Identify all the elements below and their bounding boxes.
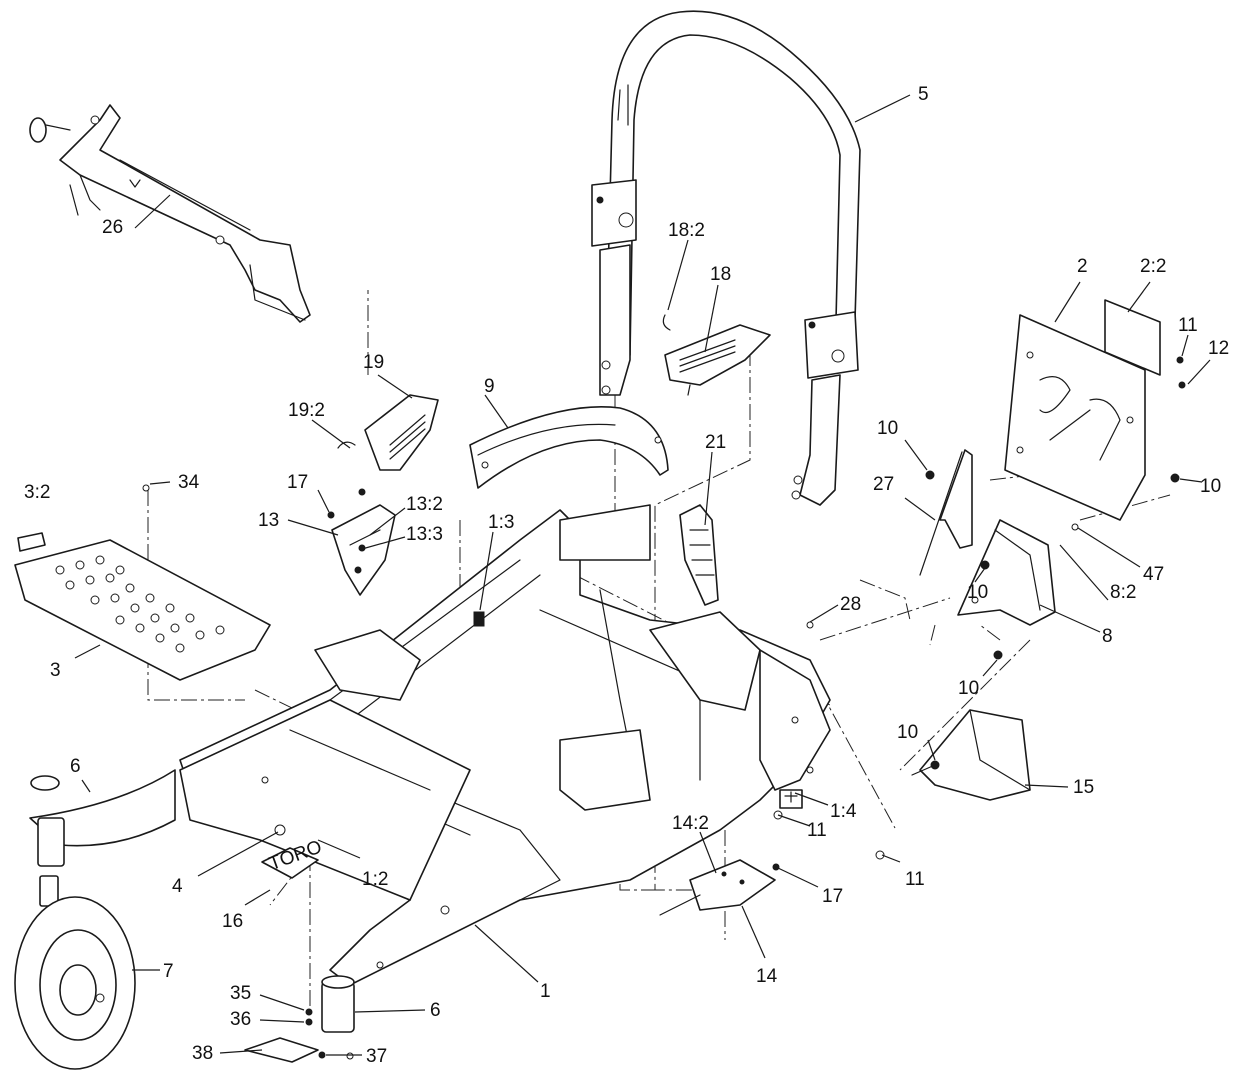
part-4-lower-plate bbox=[179, 699, 471, 901]
callout-34: 34 bbox=[178, 472, 200, 493]
callout-1-3: 1:3 bbox=[488, 512, 514, 533]
callout-38: 38 bbox=[192, 1043, 213, 1064]
callout-10-b: 10 bbox=[1200, 476, 1221, 497]
part-18-foot-pad bbox=[662, 314, 771, 396]
callout-6-b: 6 bbox=[430, 1000, 441, 1021]
callout-5: 5 bbox=[918, 84, 929, 105]
callout-13-2: 13:2 bbox=[406, 494, 443, 515]
callout-19-2: 19:2 bbox=[288, 400, 325, 421]
callout-9: 9 bbox=[484, 376, 495, 397]
callout-1-2: 1:2 bbox=[362, 869, 388, 890]
callout-10-c: 10 bbox=[967, 582, 988, 603]
part-13-pad bbox=[331, 504, 396, 596]
callout-3: 3 bbox=[50, 660, 61, 681]
callout-18: 18 bbox=[710, 264, 731, 285]
callout-2-2: 2:2 bbox=[1140, 256, 1166, 277]
callout-36: 36 bbox=[230, 1009, 251, 1030]
callout-28: 28 bbox=[840, 594, 861, 615]
callout-3-2: 3:2 bbox=[24, 482, 50, 503]
callout-1-4: 1:4 bbox=[830, 801, 857, 822]
callout-10-a: 10 bbox=[877, 418, 898, 439]
callout-14-2: 14:2 bbox=[672, 813, 709, 834]
callout-47: 47 bbox=[1143, 564, 1164, 585]
callout-7: 7 bbox=[163, 961, 174, 982]
callout-13: 13 bbox=[258, 510, 279, 531]
part-19-foot-pad bbox=[337, 394, 439, 471]
callout-26: 26 bbox=[102, 217, 123, 238]
callout-18-2: 18:2 bbox=[668, 220, 705, 241]
callout-6-a: 6 bbox=[70, 756, 81, 777]
part-6-caster-tube bbox=[244, 975, 355, 1063]
part-14-floor-pad bbox=[659, 859, 776, 916]
part-21-bracket bbox=[679, 504, 719, 606]
part-26-hitch-bar bbox=[29, 104, 311, 323]
callout-10-d: 10 bbox=[958, 678, 979, 699]
callout-37: 37 bbox=[366, 1046, 387, 1067]
callout-8-2: 8:2 bbox=[1110, 582, 1136, 603]
part-27-strut bbox=[919, 449, 973, 576]
hardware bbox=[142, 356, 1186, 1060]
callout-4: 4 bbox=[172, 876, 183, 897]
callout-10-e: 10 bbox=[897, 722, 918, 743]
callout-11-right: 11 bbox=[905, 869, 925, 890]
leader-lines bbox=[74, 94, 1211, 1056]
callout-1: 1 bbox=[540, 981, 551, 1002]
part-15-guard bbox=[911, 709, 1031, 801]
callout-labels: 5 26 18:2 18 2 2:2 11 12 19 9 19:2 21 10… bbox=[24, 84, 1229, 1067]
part-3-floor-plate bbox=[14, 532, 271, 681]
callout-12: 12 bbox=[1208, 338, 1229, 359]
floor-plate-holes bbox=[55, 555, 225, 653]
part-5-roll-bar[interactable] bbox=[591, 10, 861, 506]
callout-13-3: 13:3 bbox=[406, 524, 443, 545]
part-7-caster-wheel[interactable] bbox=[14, 769, 176, 1070]
callout-11-mid: 11 bbox=[807, 820, 827, 841]
callout-21: 21 bbox=[705, 432, 726, 453]
callout-17-a: 17 bbox=[287, 472, 308, 493]
callout-17-b: 17 bbox=[822, 886, 843, 907]
callout-19: 19 bbox=[363, 352, 384, 373]
part-2-side-plate bbox=[1004, 299, 1161, 521]
callout-14: 14 bbox=[756, 966, 778, 987]
callout-11-top: 11 bbox=[1178, 315, 1198, 336]
part-9-panel bbox=[469, 405, 669, 489]
callout-16: 16 bbox=[222, 911, 243, 932]
callout-35: 35 bbox=[230, 983, 251, 1004]
callout-2: 2 bbox=[1077, 256, 1088, 277]
callout-8: 8 bbox=[1102, 626, 1113, 647]
callout-15: 15 bbox=[1073, 777, 1094, 798]
callout-27: 27 bbox=[873, 474, 894, 495]
